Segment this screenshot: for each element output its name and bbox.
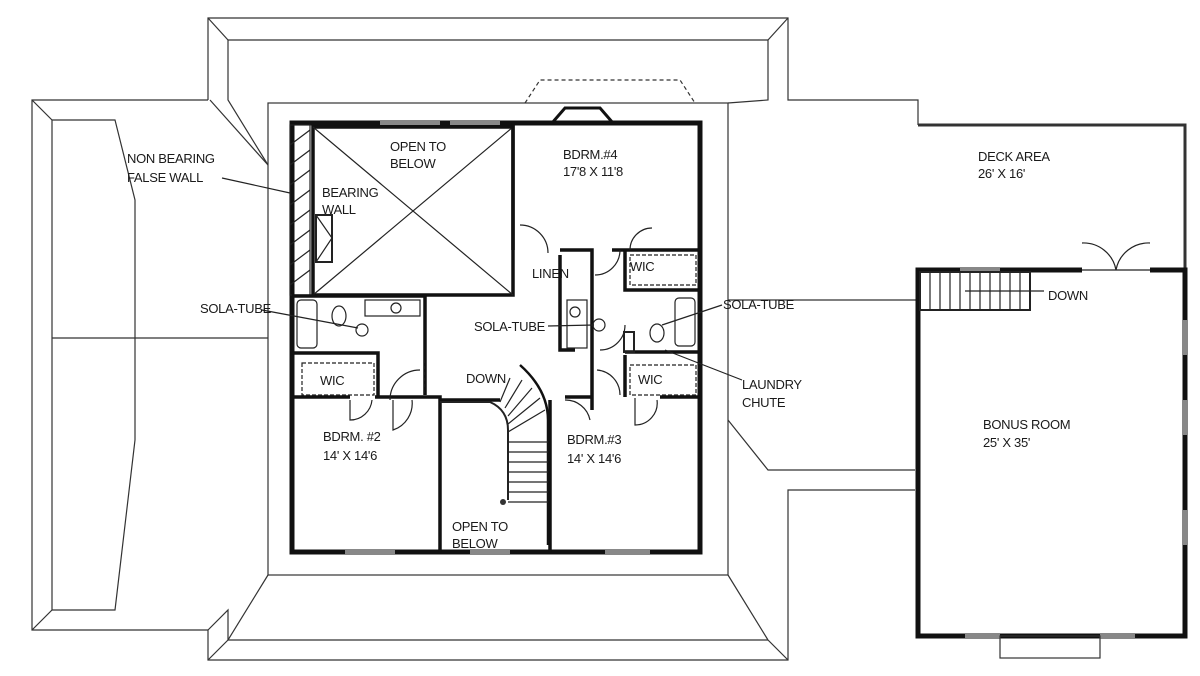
label-chute: CHUTE xyxy=(742,395,786,410)
bonus-wing xyxy=(915,123,1188,659)
label-wall: WALL xyxy=(322,202,356,217)
label-bdrm2: BDRM. #2 xyxy=(323,429,381,444)
roof-outline xyxy=(31,17,919,661)
curved-staircase xyxy=(440,364,550,545)
label-sola-tube: SOLA-TUBE xyxy=(474,319,546,334)
label-sola-tube: SOLA-TUBE xyxy=(723,297,795,312)
label-below: BELOW xyxy=(452,536,498,551)
label-down: DOWN xyxy=(1048,288,1088,303)
label-wic: WIC xyxy=(638,372,662,387)
label-linen: LINEN xyxy=(532,266,569,281)
label-bearing: BEARING xyxy=(322,185,379,200)
eave-outline xyxy=(267,102,729,576)
label-bdrm2-size: 14' X 14'6 xyxy=(323,448,377,463)
label-wic: WIC xyxy=(630,259,654,274)
room-labels: NON BEARING FALSE WALL OPEN TO BELOW BEA… xyxy=(127,139,1088,551)
label-bdrm4-size: 17'8 X 11'8 xyxy=(563,164,623,179)
leader-lines xyxy=(221,177,743,381)
label-bonus-size: 25' X 35' xyxy=(983,435,1030,450)
label-wic: WIC xyxy=(320,373,344,388)
house-walls xyxy=(289,106,703,555)
label-deck-size: 26' X 16' xyxy=(978,166,1025,181)
label-deck-area: DECK AREA xyxy=(978,149,1050,164)
label-sola-tube: SOLA-TUBE xyxy=(200,301,272,316)
label-non-bearing: NON BEARING xyxy=(127,151,215,166)
label-bdrm3-size: 14' X 14'6 xyxy=(567,451,621,466)
label-down: DOWN xyxy=(466,371,506,386)
label-bdrm4: BDRM.#4 xyxy=(563,147,617,162)
label-bdrm3: BDRM.#3 xyxy=(567,432,621,447)
label-below: BELOW xyxy=(390,156,436,171)
label-false-wall: FALSE WALL xyxy=(127,170,203,185)
label-laundry: LAUNDRY xyxy=(742,377,802,392)
label-open-to: OPEN TO xyxy=(390,139,446,154)
label-open-to: OPEN TO xyxy=(452,519,508,534)
label-bonus-room: BONUS ROOM xyxy=(983,417,1070,432)
